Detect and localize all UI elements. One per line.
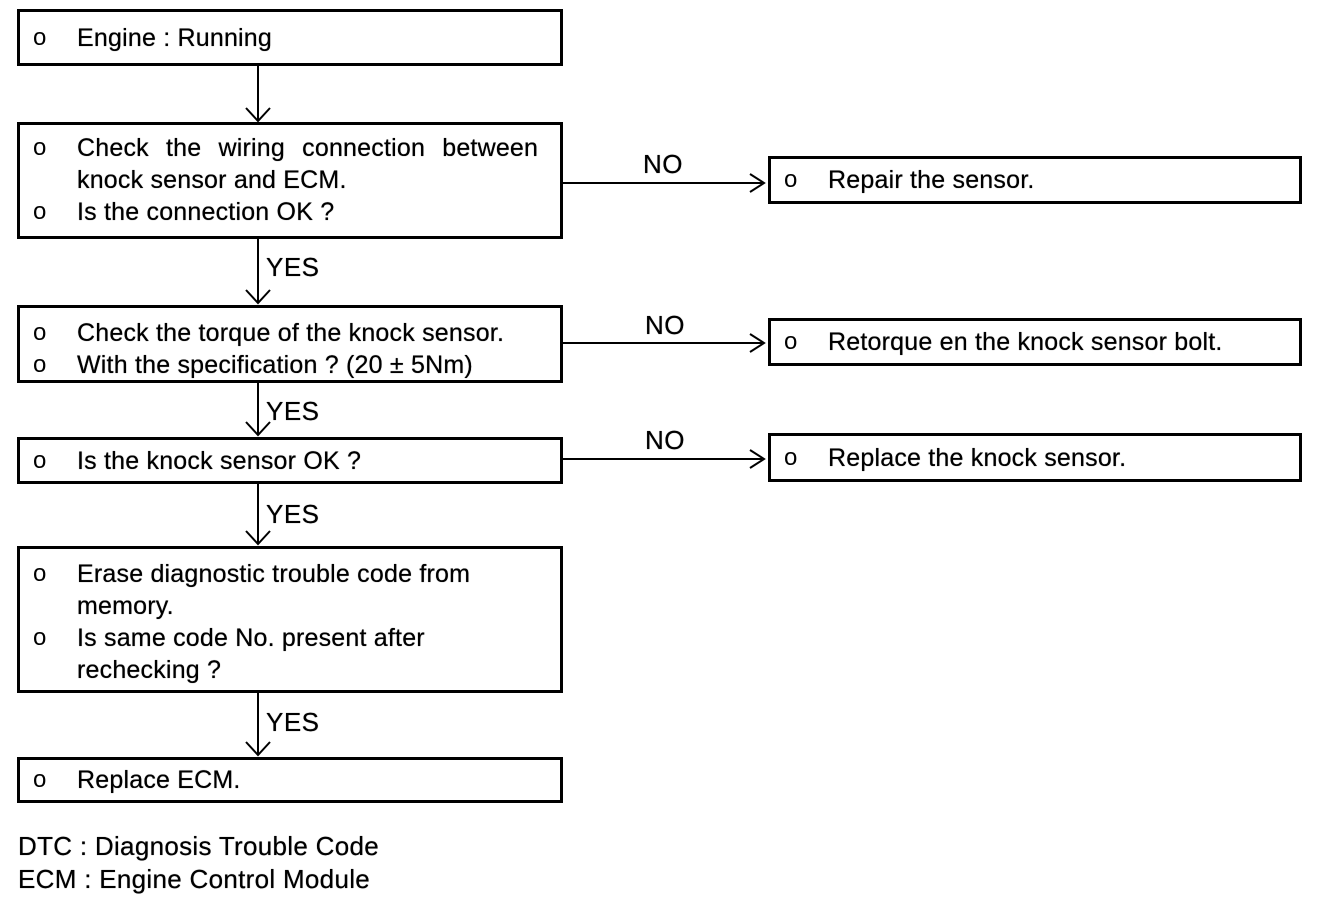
flow-box-text: Is the knock sensor OK ? bbox=[77, 446, 362, 475]
flow-box-text: Replace ECM. bbox=[77, 766, 241, 794]
bullet-marker: o bbox=[33, 560, 47, 587]
flow-box-check-wiring: o Check the wiring connection between kn… bbox=[17, 122, 563, 239]
arrowhead-down-1 bbox=[245, 107, 271, 123]
bullet-marker: o bbox=[784, 328, 798, 355]
label-yes-3: YES bbox=[266, 499, 320, 529]
arrowhead-down-4 bbox=[245, 530, 271, 546]
flow-box-knock-sensor-ok: o Is the knock sensor OK ? bbox=[17, 437, 563, 484]
bullet-marker: o bbox=[784, 443, 798, 471]
arrowhead-right-1 bbox=[749, 173, 766, 193]
bullet-marker: o bbox=[33, 446, 47, 474]
arrowhead-right-2 bbox=[749, 333, 766, 353]
arrowhead-right-3 bbox=[749, 449, 766, 469]
flow-box-text: Is the connection OK ? bbox=[77, 198, 335, 226]
flow-box-repair-sensor: o Repair the sensor. bbox=[768, 156, 1302, 204]
label-no-2: NO bbox=[645, 310, 685, 340]
flow-box-text: Check the torque of the knock sensor. bbox=[77, 319, 505, 347]
bullet-marker: o bbox=[33, 351, 47, 378]
bullet-marker: o bbox=[33, 134, 47, 161]
flow-box-text: Replace the knock sensor. bbox=[828, 443, 1127, 472]
flow-box-text: Engine : Running bbox=[77, 23, 273, 52]
label-yes-4: YES bbox=[266, 707, 320, 737]
arrowhead-down-3 bbox=[245, 421, 271, 437]
flow-box-erase-code: o Erase diagnostic trouble code from mem… bbox=[17, 546, 563, 693]
legend: DTC : Diagnosis Trouble Code ECM : Engin… bbox=[18, 830, 379, 896]
flow-box-text: With the specification ? (20 ± 5Nm) bbox=[77, 351, 473, 379]
flow-box-text: Check the wiring connection between bbox=[77, 134, 539, 162]
flow-box-text: Repair the sensor. bbox=[828, 166, 1035, 194]
arrowhead-down-2 bbox=[245, 289, 271, 305]
legend-dtc: DTC : Diagnosis Trouble Code bbox=[18, 831, 379, 861]
flow-box-replace-ecm: o Replace ECM. bbox=[17, 757, 563, 803]
flow-box-replace-sensor: o Replace the knock sensor. bbox=[768, 433, 1302, 482]
bullet-marker: o bbox=[33, 23, 47, 51]
flow-box-check-torque: o Check the torque of the knock sensor. … bbox=[17, 305, 563, 383]
label-no-1: NO bbox=[643, 149, 683, 179]
label-yes-2: YES bbox=[266, 396, 320, 426]
flow-box-engine-running: o Engine : Running bbox=[17, 9, 563, 66]
flow-box-text: rechecking ? bbox=[77, 656, 222, 684]
bullet-marker: o bbox=[33, 319, 47, 346]
bullet-marker: o bbox=[784, 166, 798, 193]
flow-box-text: Retorque en the knock sensor bolt. bbox=[828, 328, 1223, 356]
flow-box-text: Is same code No. present after bbox=[77, 624, 425, 652]
bullet-marker: o bbox=[33, 624, 47, 651]
flow-box-text: knock sensor and ECM. bbox=[77, 166, 347, 194]
arrowhead-down-5 bbox=[245, 741, 271, 757]
flow-box-text: Erase diagnostic trouble code from bbox=[77, 560, 471, 588]
bullet-marker: o bbox=[33, 766, 47, 793]
flow-box-text: memory. bbox=[77, 592, 174, 620]
flow-box-retorque-bolt: o Retorque en the knock sensor bolt. bbox=[768, 318, 1302, 366]
label-no-3: NO bbox=[645, 425, 685, 455]
bullet-marker: o bbox=[33, 198, 47, 225]
legend-ecm: ECM : Engine Control Module bbox=[18, 864, 371, 894]
label-yes-1: YES bbox=[266, 252, 320, 282]
